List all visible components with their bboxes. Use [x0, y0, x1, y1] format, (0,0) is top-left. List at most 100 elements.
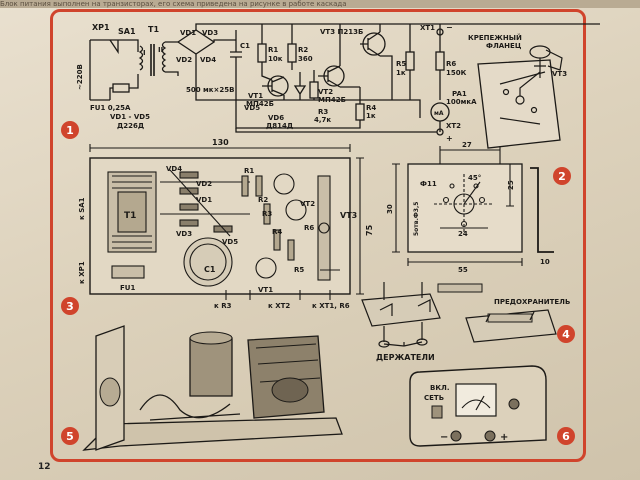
fig2-badge: 2: [553, 167, 571, 185]
xt2-polarity: +: [446, 134, 453, 143]
r6-label: R6: [446, 60, 456, 68]
board-r1: R1: [244, 167, 254, 175]
r4-label: R4: [366, 104, 376, 112]
pa1-value: 100мкА: [446, 98, 477, 106]
board-vd5: VD5: [222, 238, 238, 246]
meter-symbol: мА: [434, 110, 444, 117]
fig3-board-drawing: 130 75 VD4 VD2 VD1 VD3 VD5 T1 C1 R1 R2 R…: [61, 138, 374, 315]
flange-title-2: ФЛАНЕЦ: [486, 42, 522, 50]
winding1-label: I: [143, 49, 146, 57]
r3-label: R3: [318, 108, 328, 116]
dim-10: 10: [540, 258, 550, 266]
svg-text:1: 1: [66, 124, 74, 137]
vd5-label: VD5: [244, 104, 260, 112]
vt1-label: VT1: [248, 92, 263, 100]
flange-vt3-label: VT3: [552, 70, 567, 78]
r5-value: 1к: [396, 69, 406, 77]
board-vd2: VD2: [196, 180, 212, 188]
r1-label: R1: [268, 46, 278, 54]
top-strip-text: Блок питания выполнен на транзисторах, е…: [0, 0, 347, 8]
fig6-front-panel: ВКЛ. СЕТЬ − + 6: [409, 365, 575, 447]
board-vt3: VT3: [340, 211, 357, 220]
red-figure-frame: [50, 9, 586, 462]
board-kxp1: к XP1: [78, 261, 86, 284]
r1-value: 10к: [268, 55, 283, 63]
flange-title-1: КРЕПЕЖНЫЙ: [468, 33, 522, 42]
board-kxt2: к XT2: [268, 302, 290, 310]
r3-value: 4,7к: [314, 116, 331, 124]
dim-55: 55: [458, 266, 468, 274]
pa1-label: PA1: [452, 90, 467, 98]
fig2-bracket-drawing: 27 25 30 24 55 10 45° Ф11 5отв.Ф3,5 2: [386, 141, 571, 274]
board-kxt1: к XT1, R6: [312, 302, 350, 310]
fig4-fuse-holders: ПРЕДОХРАНИТЕЛЬ ДЕРЖАТЕЛИ 4: [361, 282, 575, 362]
top-text-strip: Блок питания выполнен на транзисторах, е…: [0, 0, 640, 8]
board-c1: C1: [204, 265, 216, 274]
dim-75: 75: [365, 224, 374, 236]
vd1-label: VD1: [180, 29, 196, 37]
holders-label: ДЕРЖАТЕЛИ: [376, 353, 435, 362]
xt1-polarity: −: [446, 23, 453, 32]
vt2-label: VT2: [318, 88, 333, 96]
dim-130: 130: [212, 138, 229, 147]
board-r6: R6: [304, 224, 314, 232]
xt1-label: XT1: [420, 24, 435, 32]
fig5-badge: 5: [61, 427, 79, 445]
fig1-badge: 1: [61, 121, 79, 139]
r4-value: 1к: [366, 112, 376, 120]
fig3-badge: 3: [61, 297, 79, 315]
r5-label: R5: [396, 60, 406, 68]
board-vt2: VT2: [300, 200, 315, 208]
vd6-value: Д814Д: [266, 122, 293, 130]
t1-label: T1: [148, 25, 159, 34]
dim-30: 30: [386, 204, 394, 214]
dim-25: 25: [507, 180, 515, 190]
page-number: 12: [38, 462, 51, 472]
vt3-label: VT3 П213Б: [320, 28, 363, 36]
vd6-label: VD6: [268, 114, 284, 122]
c1-value: 500 мк×25В: [186, 86, 234, 94]
svg-text:2: 2: [558, 170, 566, 183]
board-r2: R2: [258, 196, 268, 204]
vd4-label: VD4: [200, 56, 216, 64]
panel-minus: −: [440, 432, 448, 443]
board-r5: R5: [294, 266, 304, 274]
svg-text:6: 6: [562, 430, 570, 443]
panel-plus: +: [500, 432, 508, 443]
power-label-2: СЕТЬ: [424, 394, 444, 402]
board-vd3: VD3: [176, 230, 192, 238]
holes-35: 5отв.Ф3,5: [413, 202, 420, 236]
svg-text:3: 3: [66, 300, 74, 313]
angle-45: 45°: [468, 174, 481, 182]
dim-24: 24: [458, 230, 468, 238]
board-r3: R3: [262, 210, 272, 218]
c1-label: C1: [240, 42, 250, 50]
svg-text:4: 4: [562, 328, 570, 341]
vt1-value: МП42Б: [246, 100, 274, 108]
fig-flange-drawing: КРЕПЕЖНЫЙ ФЛАНЕЦ VT3: [468, 33, 567, 149]
board-r4: R4: [272, 228, 282, 236]
xp1-label: XP1: [92, 23, 110, 32]
vd2-label: VD2: [176, 56, 192, 64]
diode-note-1: VD1 - VD5: [110, 113, 150, 121]
board-ksa1: к SA1: [78, 197, 86, 220]
power-label-1: ВКЛ.: [430, 384, 450, 392]
diode-note-2: Д226Д: [117, 122, 144, 130]
board-vd4: VD4: [166, 165, 182, 173]
vt2-value: МП42Б: [318, 96, 346, 104]
winding2-label: II: [158, 46, 163, 54]
fu1-label: FU1 0,25A: [90, 104, 131, 112]
board-kr3: к R3: [214, 302, 232, 310]
sa1-label: SA1: [118, 27, 136, 36]
r6-value: 150К: [446, 69, 467, 77]
board-t1: T1: [124, 211, 136, 221]
v220-label: ~220В: [76, 64, 84, 90]
fuse-label: ПРЕДОХРАНИТЕЛЬ: [494, 298, 570, 306]
r2-label: R2: [298, 46, 308, 54]
svg-text:5: 5: [66, 430, 74, 443]
board-vt1: VT1: [258, 286, 273, 294]
dim-27: 27: [462, 141, 472, 149]
fig6-badge: 6: [557, 427, 575, 445]
